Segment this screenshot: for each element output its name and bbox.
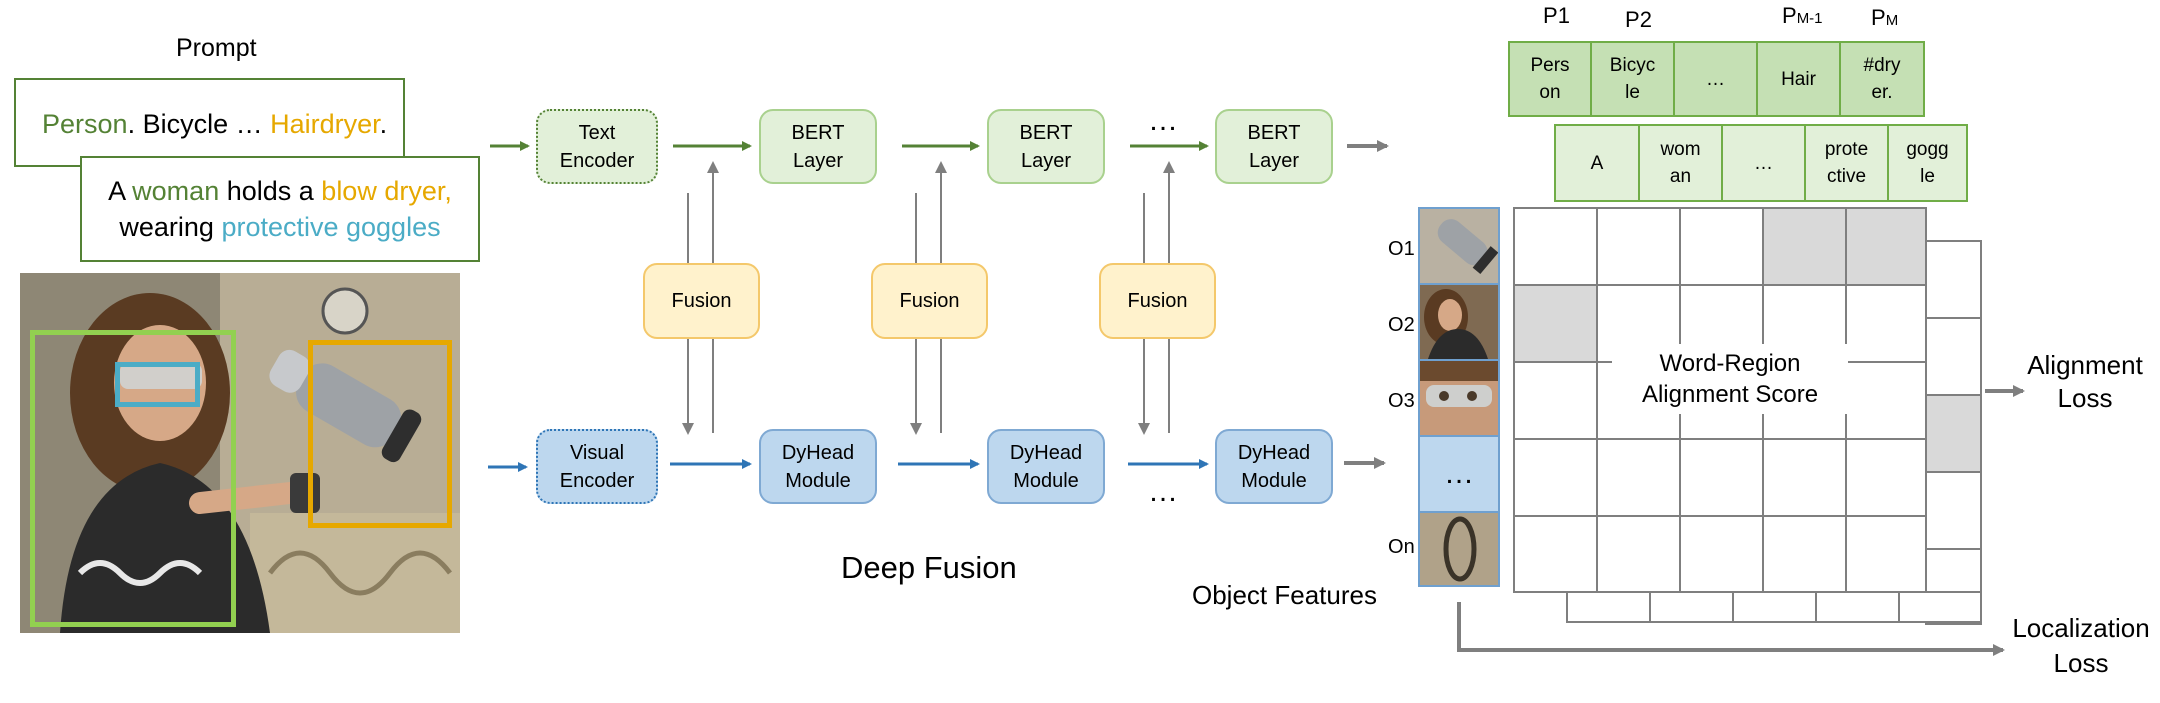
object-crop-n <box>1418 511 1500 587</box>
localization-loss-arrow <box>1457 602 2005 656</box>
person-bounding-box <box>30 330 236 627</box>
object-dots: … <box>1418 435 1500 513</box>
phrase-label-1: P1 <box>1543 3 1570 28</box>
row-cell <box>1566 591 1651 623</box>
grid-cell <box>1596 207 1681 286</box>
grid-cell <box>1845 515 1927 593</box>
visual-encoder: Visual Encoder <box>536 429 658 504</box>
object-label-1: O1 <box>1388 238 1415 260</box>
deep-fusion-label: Deep Fusion <box>841 550 1017 585</box>
token-cell: wom an <box>1638 124 1723 202</box>
grid-cell-highlight <box>1513 284 1598 363</box>
category-prompt-text: Person. Bicycle … Hairdryer. <box>42 109 388 139</box>
phrase-label-2: P2 <box>1625 7 1652 32</box>
column-cell <box>1925 471 1982 550</box>
text-encoder: Text Encoder <box>536 109 658 184</box>
grid-cell-highlight <box>1762 207 1847 286</box>
prompt-title: Prompt <box>176 34 257 62</box>
token-cell: #dry er. <box>1839 41 1925 117</box>
object-crop-3 <box>1418 359 1500 437</box>
phrase-label-m: PM <box>1871 5 1899 30</box>
dyhead-module-2: DyHead Module <box>987 429 1105 504</box>
token-cell: prote ctive <box>1804 124 1889 202</box>
dyhead-ellipsis: … <box>1148 475 1178 508</box>
caption-line-2: wearing protective goggles <box>119 212 441 242</box>
row-cell <box>1732 591 1817 623</box>
bert-layer-3: BERT Layer <box>1215 109 1333 184</box>
grid-cell <box>1762 515 1847 593</box>
goggles-bounding-box <box>115 362 200 407</box>
token-cell: Hair <box>1756 41 1841 117</box>
token-cell: … <box>1673 41 1758 117</box>
caption-prompt-box: A woman holds a blow dryer, wearing prot… <box>80 156 480 262</box>
row-cell <box>1649 591 1734 623</box>
object-features-label: Object Features <box>1192 580 1377 610</box>
bert-layer-1: BERT Layer <box>759 109 877 184</box>
column-cell <box>1925 240 1982 319</box>
fusion-block-1: Fusion <box>643 263 760 339</box>
grid-cell <box>1679 438 1764 517</box>
token-cell: Bicyc le <box>1590 41 1675 117</box>
bert-ellipsis: … <box>1148 104 1178 137</box>
localization-loss-label: Localization Loss <box>2012 613 2150 678</box>
column-cell-highlight <box>1925 394 1982 473</box>
object-label-2: O2 <box>1388 314 1415 336</box>
grid-cell-highlight <box>1845 207 1927 286</box>
grid-cell <box>1596 438 1681 517</box>
grid-cell <box>1845 284 1927 363</box>
object-crop-1 <box>1418 207 1500 285</box>
grid-cell <box>1596 515 1681 593</box>
token-cell: … <box>1721 124 1806 202</box>
row-cell <box>1898 591 1982 623</box>
dyhead-module-3: DyHead Module <box>1215 429 1333 504</box>
hairdryer-bounding-box <box>308 340 452 528</box>
fusion-block-3: Fusion <box>1099 263 1216 339</box>
object-crop-2 <box>1418 283 1500 361</box>
grid-cell <box>1513 515 1598 593</box>
alignment-loss-label: Alignment Loss <box>2027 350 2143 413</box>
phrase-label-m-1: PM-1 <box>1782 3 1823 28</box>
grid-cell <box>1845 438 1927 517</box>
object-label-3: O3 <box>1388 390 1415 412</box>
row-cell <box>1815 591 1900 623</box>
grid-cell <box>1513 438 1598 517</box>
alignment-score-label: Word-Region Alignment Score <box>1612 344 1848 414</box>
column-cell <box>1925 317 1982 396</box>
grid-cell <box>1513 361 1598 440</box>
token-cell: Pers on <box>1508 41 1592 117</box>
caption-line-1: A woman holds a blow dryer, <box>108 176 452 206</box>
grid-cell <box>1513 207 1598 286</box>
grid-cell <box>1762 438 1847 517</box>
fusion-block-2: Fusion <box>871 263 988 339</box>
token-cell: gogg le <box>1887 124 1968 202</box>
bert-layer-2: BERT Layer <box>987 109 1105 184</box>
dyhead-module-1: DyHead Module <box>759 429 877 504</box>
category-prompt-box: Person. Bicycle … Hairdryer. <box>14 78 405 167</box>
grid-cell <box>1845 361 1927 440</box>
grid-cell <box>1679 515 1764 593</box>
token-cell: A <box>1554 124 1640 202</box>
grid-cell <box>1679 207 1764 286</box>
object-label-n: On <box>1388 536 1415 558</box>
